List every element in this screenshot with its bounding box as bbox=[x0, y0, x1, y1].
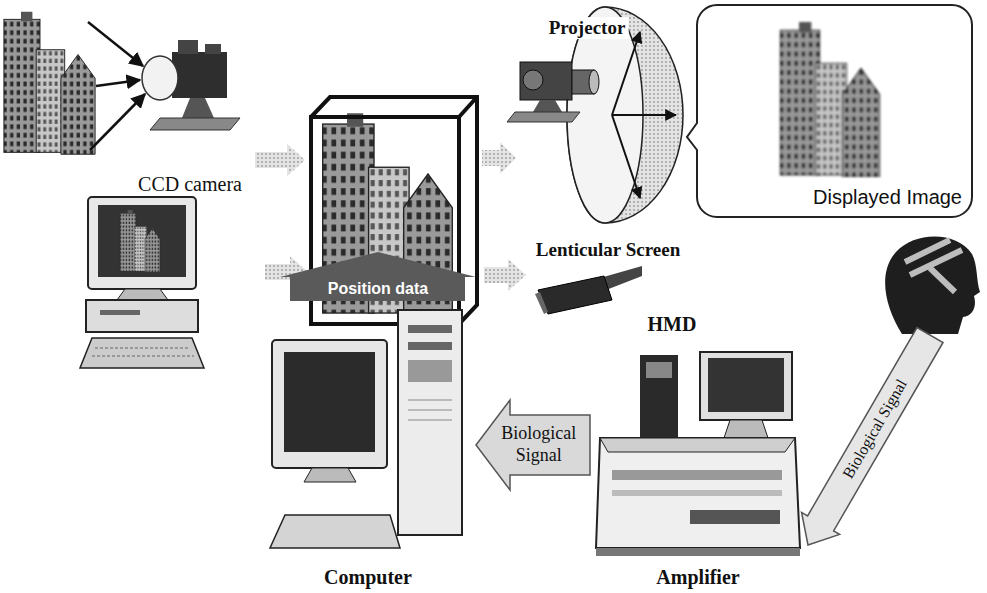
head-illustration bbox=[885, 236, 980, 334]
amplifier-illustration bbox=[612, 470, 782, 480]
camera-illustration bbox=[205, 44, 221, 54]
buildings-illustration bbox=[4, 12, 95, 155]
amplifier-illustration bbox=[646, 362, 672, 378]
computer-illustration bbox=[398, 310, 462, 535]
callout-outline bbox=[687, 5, 972, 217]
amplifier-illustration bbox=[600, 438, 795, 452]
workstation-illustration bbox=[92, 348, 194, 356]
computer-illustration bbox=[284, 352, 375, 452]
workstation-illustration bbox=[117, 289, 168, 300]
camera-illustration bbox=[96, 80, 140, 86]
amplifier-illustration bbox=[596, 352, 800, 556]
position-arrow bbox=[280, 252, 476, 301]
camera-illustration bbox=[142, 56, 178, 100]
camera-illustration bbox=[172, 52, 227, 98]
head-illustration bbox=[905, 240, 962, 292]
amplifier-illustration bbox=[708, 358, 784, 412]
camera-illustration bbox=[88, 22, 240, 150]
arrow-label: Position data bbox=[325, 280, 431, 298]
callout-outline bbox=[697, 5, 972, 217]
workstation-illustration bbox=[120, 210, 160, 272]
hmd-illustration bbox=[538, 276, 612, 314]
amplifier-unit: Amplifier bbox=[592, 340, 804, 591]
position-arrow bbox=[280, 252, 476, 301]
lenticular-screen bbox=[612, 114, 676, 116]
amplifier-illustration bbox=[612, 490, 782, 496]
lenticular-screen bbox=[567, 7, 683, 223]
workstation-illustration bbox=[86, 300, 198, 332]
camera-illustration bbox=[88, 22, 143, 66]
part-label: CCD camera bbox=[135, 173, 245, 196]
signal-arrow bbox=[802, 328, 943, 546]
amplifier-illustration bbox=[700, 352, 792, 420]
workstation-illustration bbox=[100, 310, 140, 315]
computer-illustration bbox=[408, 400, 452, 420]
projector-illustration bbox=[589, 70, 599, 94]
projector-illustration bbox=[507, 62, 599, 122]
amplifier-illustration bbox=[640, 355, 678, 437]
computer-illustration bbox=[304, 468, 356, 482]
callout-text: Displayed Image bbox=[813, 186, 962, 209]
lenticular-screen bbox=[567, 7, 683, 223]
flow-arrows bbox=[484, 259, 526, 291]
projector-illustration bbox=[533, 100, 562, 112]
projector-illustration bbox=[520, 62, 572, 100]
computer-illustration bbox=[408, 360, 452, 382]
camera-illustration bbox=[90, 94, 145, 150]
amplifier-illustration bbox=[724, 420, 768, 438]
part-label: HMD bbox=[645, 313, 700, 336]
projector-illustration bbox=[523, 70, 543, 90]
device-label: Amplifier bbox=[656, 566, 739, 589]
workstation-illustration bbox=[80, 197, 204, 368]
device-label: Computer bbox=[324, 566, 412, 589]
workstation-illustration bbox=[80, 338, 204, 368]
projector-illustration bbox=[507, 112, 580, 122]
amplifier-illustration bbox=[690, 510, 780, 524]
hmd-illustration bbox=[535, 266, 642, 314]
computer-illustration bbox=[272, 340, 387, 468]
part-label: Lenticular Screen bbox=[533, 239, 683, 261]
computer-illustration bbox=[408, 325, 452, 333]
connector-label: Biological Signal bbox=[497, 423, 581, 466]
callout-box: Displayed Image bbox=[697, 5, 972, 217]
part-label: Projector bbox=[546, 17, 629, 39]
amplifier-illustration bbox=[596, 548, 800, 556]
camera-illustration bbox=[182, 98, 214, 118]
signal-arrow bbox=[802, 328, 943, 546]
displayed-image-illustration bbox=[780, 22, 879, 177]
computer-illustration bbox=[270, 310, 462, 548]
camera-illustration bbox=[150, 118, 240, 130]
displayed-image-illustration bbox=[780, 22, 879, 177]
workstation-illustration bbox=[98, 205, 186, 277]
amplifier-illustration bbox=[596, 438, 800, 548]
workstation-illustration bbox=[88, 197, 196, 289]
computer-illustration bbox=[270, 515, 400, 548]
lenticular-screen bbox=[612, 32, 640, 115]
signal-connector bbox=[476, 400, 590, 490]
head-illustration bbox=[885, 236, 980, 334]
buildings-illustration bbox=[4, 12, 95, 155]
camera-illustration bbox=[178, 40, 198, 54]
computer-illustration bbox=[408, 342, 452, 350]
flow-arrows bbox=[482, 142, 516, 174]
signal-label: Biological Signal bbox=[839, 374, 912, 484]
computer-unit: Computer bbox=[262, 305, 474, 591]
flow-arrows bbox=[255, 144, 305, 176]
hmd-illustration bbox=[535, 292, 548, 314]
lenticular-screen bbox=[612, 115, 640, 198]
